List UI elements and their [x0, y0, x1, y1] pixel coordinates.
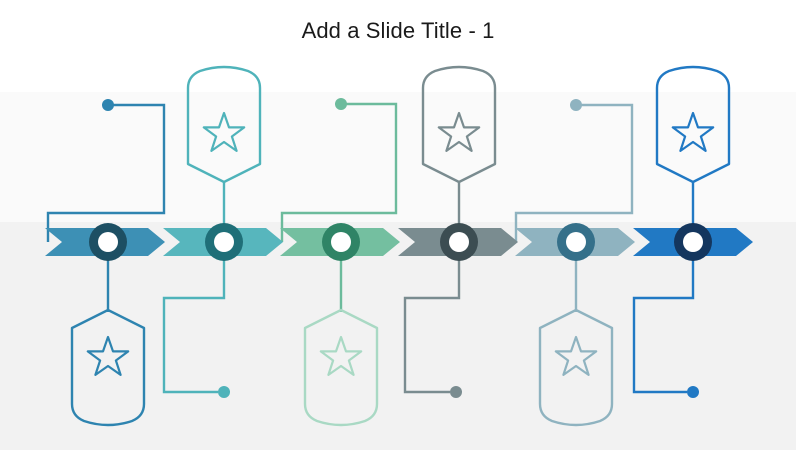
badge-layer	[70, 65, 731, 427]
page-title: Add a Slide Title - 1	[301, 18, 495, 43]
badge-step-4[interactable]	[421, 65, 497, 184]
shield-shape	[303, 308, 379, 427]
background-band-bottom	[0, 318, 796, 450]
connector-step-3	[280, 98, 398, 242]
connector-step-6	[632, 242, 699, 398]
shield-shape	[655, 65, 731, 184]
node-ring-layer	[89, 223, 712, 261]
shield-shape	[186, 65, 262, 184]
node-ring-step-4[interactable]	[440, 223, 478, 261]
node-ring-step-2[interactable]	[205, 223, 243, 261]
connector-endpoint-dot-5	[570, 99, 582, 111]
chevron-band	[45, 228, 753, 256]
connector-step-5	[514, 99, 634, 242]
node-ring-step-5[interactable]	[557, 223, 595, 261]
connector-endpoint-dot-6	[687, 386, 699, 398]
connector-endpoint-dot-2	[218, 386, 230, 398]
connector-endpoint-dot-1	[102, 99, 114, 111]
node-ring-step-1[interactable]	[89, 223, 127, 261]
shield-shape	[421, 65, 497, 184]
star-icon	[671, 111, 715, 153]
connector-step-2	[162, 242, 230, 398]
star-icon	[202, 111, 246, 153]
connector-endpoint-dot-3	[335, 98, 347, 110]
star-icon	[86, 335, 130, 376]
connector-endpoint-dot-4	[450, 386, 462, 398]
star-icon	[554, 335, 598, 376]
shield-shape	[538, 308, 614, 427]
node-ring-step-3[interactable]	[322, 223, 360, 261]
connector-step-1	[46, 99, 166, 242]
badge-step-5[interactable]	[538, 308, 614, 427]
connector-step-4	[403, 242, 462, 398]
background-band-header	[0, 0, 796, 92]
badge-step-6[interactable]	[655, 65, 731, 184]
shield-shape	[70, 308, 146, 427]
badge-step-1[interactable]	[70, 308, 146, 427]
star-icon	[437, 111, 481, 153]
node-ring-step-6[interactable]	[674, 223, 712, 261]
badge-step-3[interactable]	[303, 308, 379, 427]
star-icon	[319, 335, 363, 376]
badge-step-2[interactable]	[186, 65, 262, 184]
